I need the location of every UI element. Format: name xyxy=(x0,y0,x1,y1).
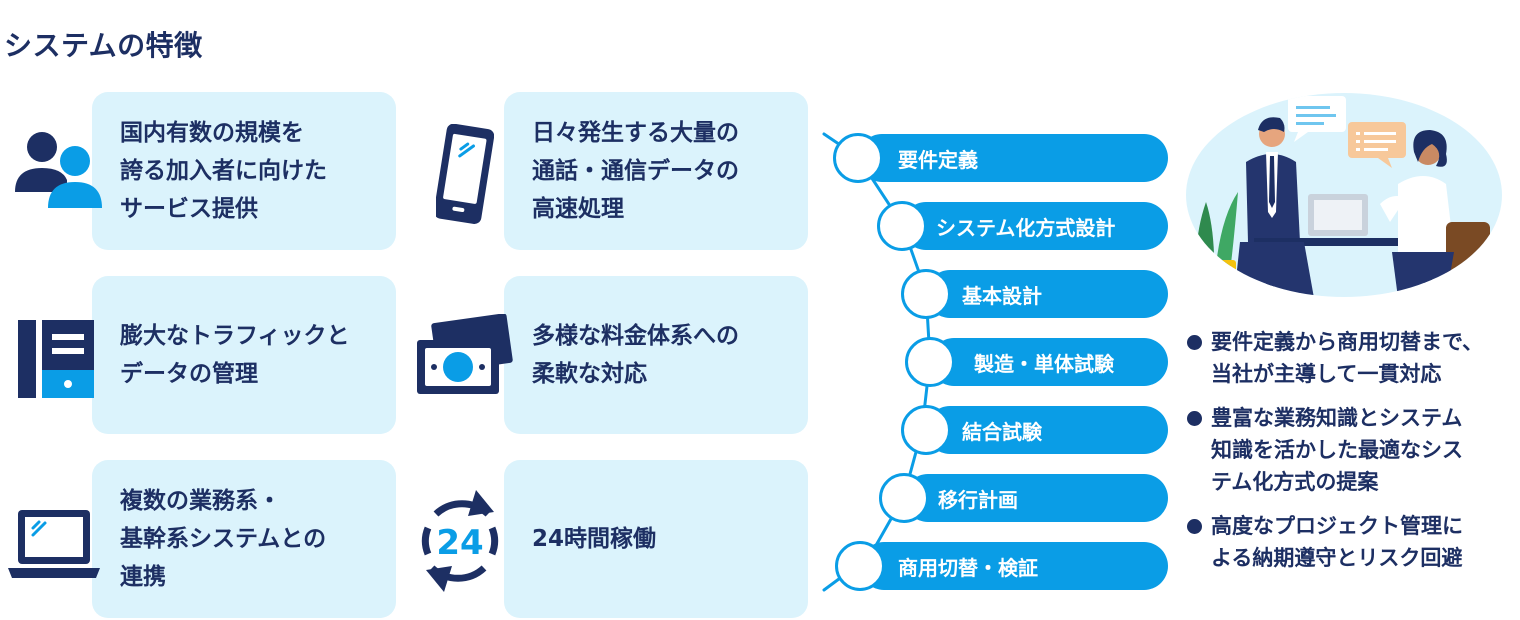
feature-text: 24時間稼働 xyxy=(532,526,657,552)
process-step: 要件定義 xyxy=(858,134,1168,182)
process-step: 商用切替・検証 xyxy=(860,542,1168,590)
page-title: システムの特徴 xyxy=(4,29,203,62)
process-step: 製造・単体試験 xyxy=(930,338,1168,386)
process-node xyxy=(877,201,927,251)
meeting-illustration xyxy=(1186,93,1502,297)
process-step: システム化方式設計 xyxy=(902,202,1168,250)
feature-text: 複数の業務系・ 基幹系システムとの 連携 xyxy=(120,488,327,590)
feature-card-subscribers: 国内有数の規模を 誇る加入者に向けた サービス提供 xyxy=(92,92,396,250)
process-node xyxy=(835,541,885,591)
list-item: 豊富な業務知識とシステム 知識を活かした最適なシス テム化方式の提案 xyxy=(1187,402,1517,498)
laptop-icon xyxy=(8,510,100,578)
feature-card-data-processing: 日々発生する大量の 通話・通信データの 高速処理 xyxy=(504,92,808,250)
process-node xyxy=(879,473,929,523)
feature-card-24h: 24時間稼働 xyxy=(504,460,808,618)
smartphone-icon xyxy=(436,124,494,224)
process-step: 基本設計 xyxy=(926,270,1168,318)
process-node xyxy=(901,269,951,319)
clock-24-icon: 24 xyxy=(421,490,499,592)
process-node xyxy=(905,337,955,387)
feature-text: 膨大なトラフィックと データの管理 xyxy=(120,323,350,387)
bullet-dot xyxy=(1187,519,1202,534)
bullet-dot xyxy=(1187,335,1202,350)
svg-text:24: 24 xyxy=(436,523,483,563)
feature-text: 国内有数の規模を 誇る加入者に向けた サービス提供 xyxy=(120,120,327,222)
process-step: 結合試験 xyxy=(926,406,1168,454)
bullet-dot xyxy=(1187,411,1202,426)
process-node xyxy=(901,405,951,455)
process-step: 移行計画 xyxy=(904,474,1168,522)
list-item: 高度なプロジェクト管理に よる納期遵守とリスク回避 xyxy=(1187,510,1517,574)
banknotes-icon xyxy=(417,314,513,394)
list-item: 要件定義から商用切替まで、 当社が主導して一貫対応 xyxy=(1187,326,1517,390)
strengths-list: 要件定義から商用切替まで、 当社が主導して一貫対応 豊富な業務知識とシステム 知… xyxy=(1187,326,1517,586)
feature-card-traffic: 膨大なトラフィックと データの管理 xyxy=(92,276,396,434)
feature-text: 多様な料金体系への 柔軟な対応 xyxy=(532,323,739,387)
process-node xyxy=(833,133,883,183)
users-icon xyxy=(15,132,102,208)
feature-text: 日々発生する大量の 通話・通信データの 高速処理 xyxy=(532,120,739,222)
server-icon xyxy=(18,320,94,398)
feature-card-integration: 複数の業務系・ 基幹系システムとの 連携 xyxy=(92,460,396,618)
feature-card-pricing: 多様な料金体系への 柔軟な対応 xyxy=(504,276,808,434)
